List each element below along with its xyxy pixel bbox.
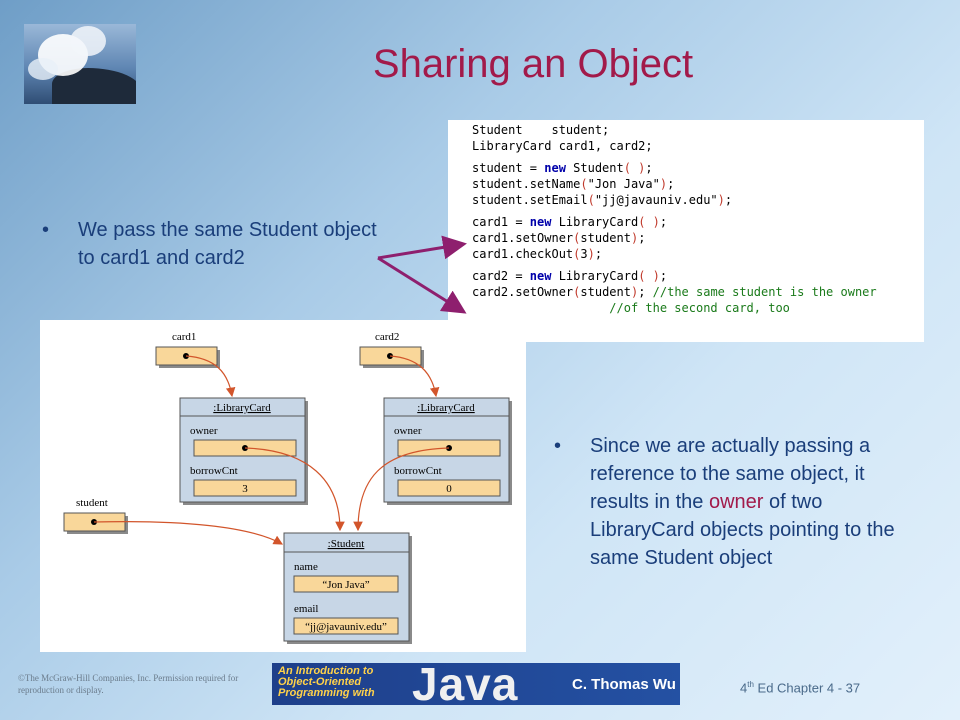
code-line: Student student;	[472, 123, 610, 137]
bullet-reference-explanation: • Since we are actually passing a refere…	[554, 432, 920, 572]
logo-splash	[28, 58, 58, 80]
libcard2-owner-label: owner	[394, 425, 422, 437]
owner-highlight: owner	[708, 491, 764, 513]
book-author: C. Thomas Wu	[572, 676, 676, 693]
ref-arrow-card2	[389, 355, 440, 398]
logo-splash	[70, 26, 106, 56]
card2-label: card2	[375, 331, 399, 343]
libcard1-borrow-value: 3	[242, 483, 248, 495]
bullet-dot: •	[554, 435, 562, 457]
bullet-text: Since we are actually passing a referenc…	[590, 435, 871, 513]
ref-arrow-owner1	[244, 447, 345, 532]
libcard1-borrow-box	[193, 479, 297, 497]
code-listing: Student student; LibraryCard card1, card…	[448, 120, 924, 342]
bullet-text: of two LibraryCard objects pointing to t…	[590, 491, 895, 569]
logo-image	[24, 24, 136, 104]
student-name-value: “Jon Java”	[322, 579, 369, 591]
ref-arrow-card1	[185, 355, 236, 398]
chapter-footer: 4th Ed Chapter 4 - 37	[740, 680, 861, 696]
java-wordmark: Java	[412, 663, 519, 705]
student-label: student	[76, 497, 108, 509]
libcard2-borrow-value: 0	[446, 483, 452, 495]
bullet-pass-student: • We pass the same Student object to car…	[42, 216, 378, 272]
libcard2-title: :LibraryCard	[417, 402, 475, 414]
code-line: card1.setOwner(student);	[472, 231, 646, 245]
student-name-label: name	[294, 561, 318, 573]
student-email-box	[293, 617, 399, 635]
arrow-to-card1	[377, 235, 467, 260]
libcard2-borrow-box	[397, 479, 501, 497]
libcard1-borrow-label: borrowCnt	[190, 465, 238, 477]
ref-arrow-student	[93, 521, 284, 545]
ref-arrow-owner2	[353, 447, 450, 532]
object-diagram: card1 card2 :LibraryCard owner borrowCnt…	[40, 320, 526, 652]
student-email-label: email	[294, 603, 318, 615]
diagram-svg: card1 card2 :LibraryCard owner borrowCnt…	[63, 331, 512, 644]
copyright-notice: ©The McGraw-Hill Companies, Inc. Permiss…	[18, 673, 239, 695]
bullet-text: We pass the same Student object to card1…	[78, 219, 377, 269]
book-banner: An Introduction to Object-Oriented Progr…	[272, 663, 680, 705]
student-email-value: “jj@javauniv.edu”	[305, 621, 387, 633]
code-line: student = new Student( );	[472, 161, 653, 175]
code-line: student.setEmail("jj@javauniv.edu");	[472, 193, 733, 207]
code-line: card1.checkOut(3);	[472, 247, 603, 261]
libcard2-borrow-label: borrowCnt	[394, 465, 442, 477]
page-title: Sharing an Object	[372, 42, 694, 86]
code-line: card1 = new LibraryCard( );	[472, 215, 668, 229]
card1-label: card1	[172, 331, 196, 343]
code-line: //of the second card, too	[609, 301, 790, 315]
bullet-dot: •	[42, 219, 50, 241]
code-line: student.setName("Jon Java");	[472, 177, 675, 191]
libcard1-owner-label: owner	[190, 425, 218, 437]
student-name-box	[293, 575, 399, 593]
code-line: card2 = new LibraryCard( );	[472, 269, 668, 283]
book-subtitle: An Introduction to Object-Oriented Progr…	[278, 665, 375, 699]
student-obj-title: :Student	[328, 538, 365, 550]
code-line: LibraryCard card1, card2;	[472, 139, 653, 153]
arrow-to-card2	[377, 256, 467, 314]
libcard1-title: :LibraryCard	[213, 402, 271, 414]
code-line: card2.setOwner(student); //the same stud…	[472, 285, 877, 299]
